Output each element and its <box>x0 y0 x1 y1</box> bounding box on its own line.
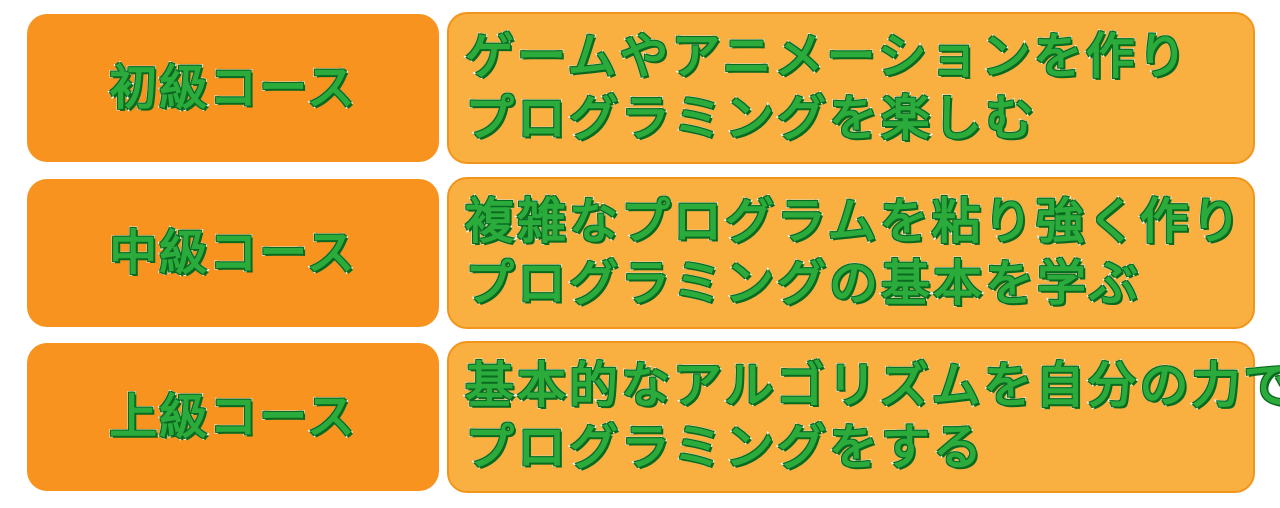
description-line: プログラミングの基本を学ぶ <box>464 254 1142 314</box>
description-line: ゲームやアニメーションを作り <box>464 27 1190 87</box>
course-label-advanced: 上級コース <box>27 343 439 491</box>
description-line: 複雑なプログラムを粘り強く作り <box>464 192 1244 252</box>
course-description-intermediate: 複雑なプログラムを粘り強く作り プログラミングの基本を学ぶ <box>447 177 1255 329</box>
course-title: 中級コース <box>108 225 357 281</box>
description-line: プログラミングを楽しむ <box>464 89 1038 149</box>
course-label-intermediate: 中級コース <box>27 179 439 327</box>
course-row-beginner: 初級コース ゲームやアニメーションを作り プログラミングを楽しむ <box>0 12 1280 164</box>
course-row-advanced: 上級コース 基本的なアルゴリズムを自分の力で プログラミングをする <box>0 341 1280 493</box>
description-line: プログラミングをする <box>464 418 986 478</box>
course-description-beginner: ゲームやアニメーションを作り プログラミングを楽しむ <box>447 12 1255 164</box>
course-title: 初級コース <box>108 60 357 116</box>
course-description-advanced: 基本的なアルゴリズムを自分の力で プログラミングをする <box>447 341 1280 493</box>
course-label-beginner: 初級コース <box>27 14 439 162</box>
description-line: 基本的なアルゴリズムを自分の力で <box>464 356 1280 416</box>
course-title: 上級コース <box>108 389 357 445</box>
course-row-intermediate: 中級コース 複雑なプログラムを粘り強く作り プログラミングの基本を学ぶ <box>0 177 1280 329</box>
